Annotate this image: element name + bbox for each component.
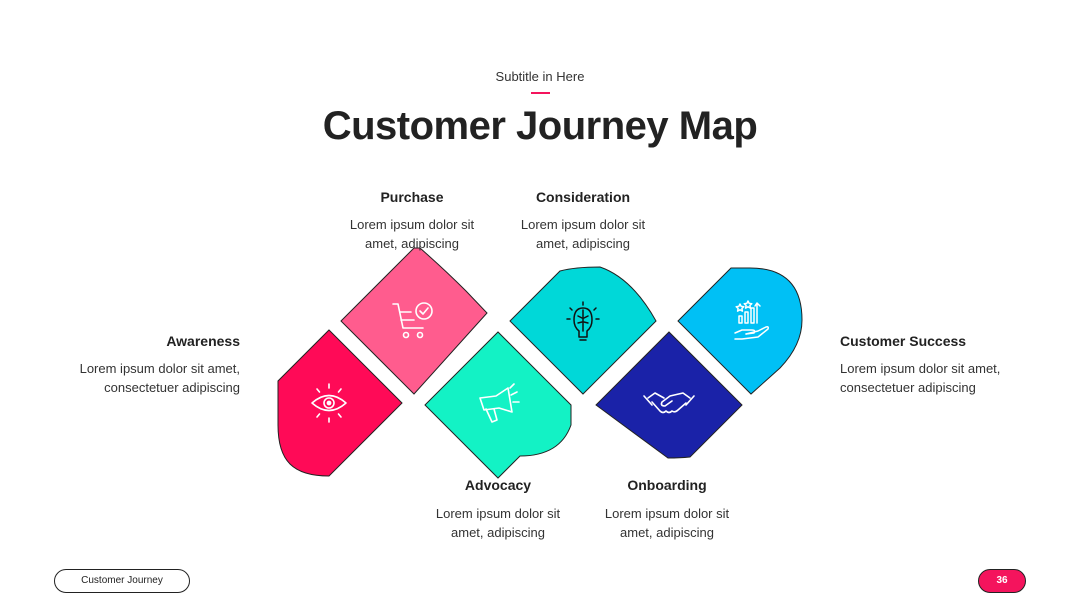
- accent-bar: [531, 92, 550, 94]
- stage-title-consideration: Consideration: [535, 189, 631, 205]
- tile-awareness: [277, 329, 403, 477]
- page-title: Customer Journey Map: [322, 104, 758, 148]
- stage-desc-line: consectetuer adipiscing: [840, 380, 976, 395]
- stage-desc-line: Lorem ipsum dolor sit amet,: [79, 361, 240, 376]
- stage-desc-line: consectetuer adipiscing: [104, 380, 240, 395]
- growth-hand-icon: [734, 300, 769, 340]
- stage-desc-line: Lorem ipsum dolor sit: [520, 217, 646, 232]
- stage-desc-line: Lorem ipsum dolor sit: [349, 217, 475, 232]
- stage-title-awareness: Awareness: [166, 333, 240, 349]
- stage-title-customer-success: Customer Success: [840, 333, 967, 349]
- stage-desc-awareness: Lorem ipsum dolor sit amet, consectetuer…: [40, 359, 240, 397]
- stage-title-purchase: Purchase: [380, 189, 444, 205]
- stage-desc-line: amet, adipiscing: [451, 525, 545, 540]
- tile-purchase: [340, 247, 488, 395]
- stage-desc-line: amet, adipiscing: [620, 525, 714, 540]
- megaphone-icon: [479, 383, 520, 423]
- stage-desc-line: amet, adipiscing: [536, 236, 630, 251]
- tile-onboarding: [595, 331, 743, 459]
- stage-desc-consideration: Lorem ipsum dolor sit amet, adipiscing: [493, 215, 673, 253]
- handshake-icon: [643, 392, 695, 414]
- stage-desc-purchase: Lorem ipsum dolor sit amet, adipiscing: [322, 215, 502, 253]
- stage-desc-line: Lorem ipsum dolor sit: [435, 506, 561, 521]
- eye-icon: [311, 383, 347, 423]
- footer-label: Customer Journey: [54, 569, 190, 593]
- stage-desc-line: Lorem ipsum dolor sit: [604, 506, 730, 521]
- subtitle: Subtitle in Here: [495, 69, 585, 84]
- tile-advocacy: [424, 331, 572, 479]
- stage-title-onboarding: Onboarding: [627, 477, 707, 493]
- page-number: 36: [978, 569, 1026, 593]
- stage-title-advocacy: Advocacy: [464, 477, 532, 493]
- shopping-cart-check-icon: [392, 302, 433, 339]
- stage-desc-advocacy: Lorem ipsum dolor sit amet, adipiscing: [408, 504, 588, 542]
- stage-desc-onboarding: Lorem ipsum dolor sit amet, adipiscing: [577, 504, 757, 542]
- brain-bulb-icon: [566, 301, 600, 341]
- stage-desc-line: Lorem ipsum dolor sit amet,: [840, 361, 1001, 376]
- stage-desc-line: amet, adipiscing: [365, 236, 459, 251]
- stage-desc-customer-success: Lorem ipsum dolor sit amet, consectetuer…: [840, 359, 1040, 397]
